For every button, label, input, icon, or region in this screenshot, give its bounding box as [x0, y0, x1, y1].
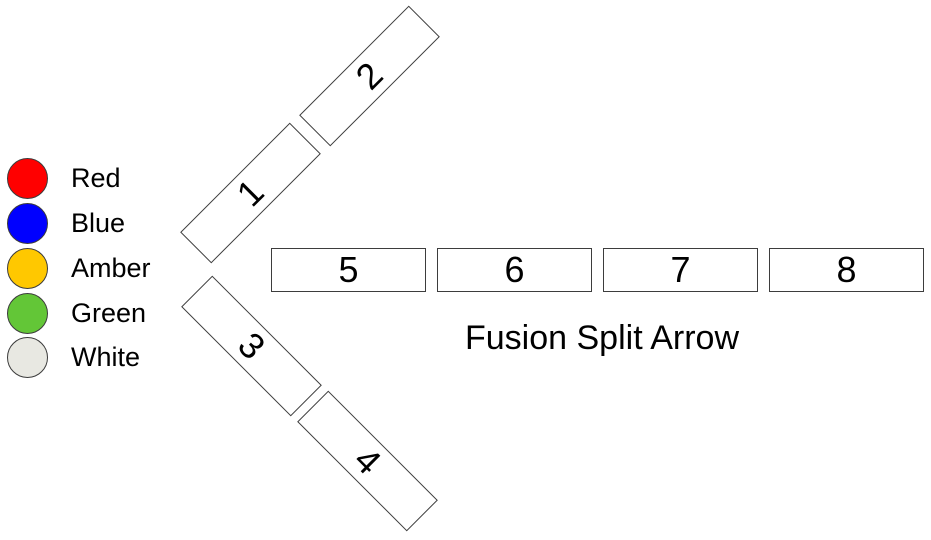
legend-label-red: Red [71, 163, 121, 193]
legend-label-white: White [71, 342, 141, 372]
legend-label-green: Green [71, 298, 147, 328]
segment-7-number: 7 [670, 249, 691, 290]
legend-color-swatch-green [7, 293, 48, 334]
segment-3: 3 [181, 275, 322, 417]
segment-4: 4 [297, 390, 438, 532]
legend-item-blue: Blue [7, 203, 125, 244]
segment-3-number: 3 [230, 324, 274, 368]
segment-7: 7 [603, 248, 758, 292]
legend-label-blue: Blue [71, 208, 126, 238]
legend-color-swatch-white [7, 337, 48, 378]
diagram-title: Fusion Split Arrow [465, 319, 739, 357]
segment-5: 5 [271, 248, 426, 292]
legend-item-white: White [7, 337, 140, 378]
segment-6-number: 6 [504, 249, 525, 290]
segment-2: 2 [299, 5, 440, 147]
segment-4-number: 4 [346, 439, 390, 483]
segment-1: 1 [180, 122, 321, 264]
segment-6: 6 [437, 248, 592, 292]
legend-label-amber: Amber [71, 253, 151, 283]
segment-1-number: 1 [228, 171, 272, 215]
legend-color-swatch-amber [7, 248, 48, 289]
legend-color-swatch-red [7, 158, 48, 199]
segment-2-number: 2 [347, 54, 391, 98]
legend-color-swatch-blue [7, 203, 48, 244]
segment-8: 8 [769, 248, 924, 292]
legend-item-red: Red [7, 158, 121, 199]
segment-5-number: 5 [338, 249, 359, 290]
segment-8-number: 8 [836, 249, 857, 290]
legend-item-amber: Amber [7, 248, 151, 289]
legend-item-green: Green [7, 293, 146, 334]
